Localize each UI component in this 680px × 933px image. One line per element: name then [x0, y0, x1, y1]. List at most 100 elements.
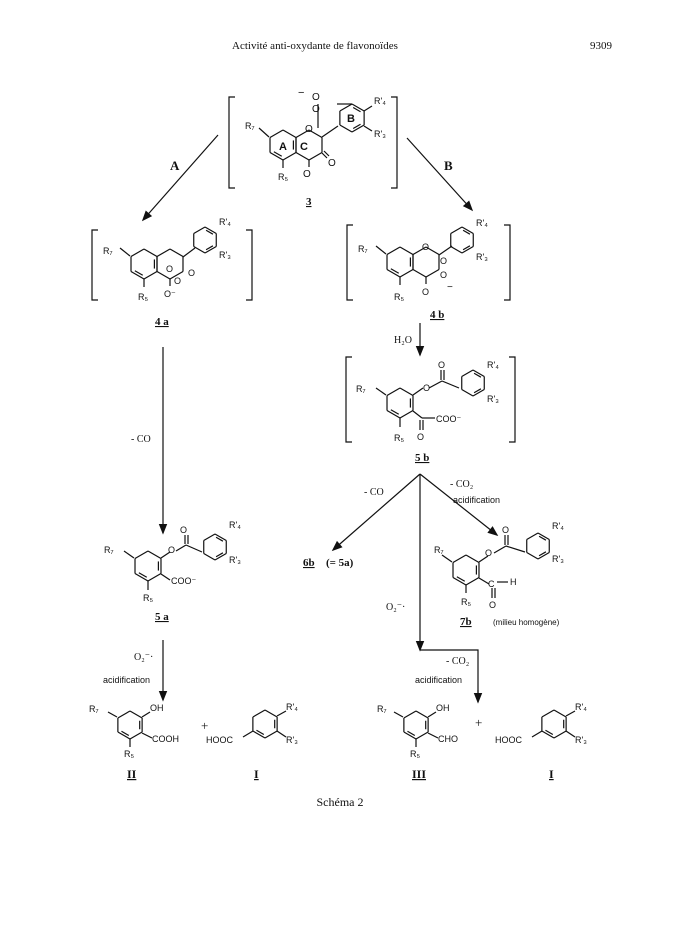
charge-minus: −: [447, 282, 453, 293]
ring-bond: [269, 151, 284, 161]
bond: [505, 545, 526, 553]
ring-bond: [351, 103, 365, 112]
group-oh: OH: [436, 703, 450, 713]
substituent-r5: R₅: [143, 593, 153, 603]
ring-bond: [339, 103, 353, 112]
compound-i-right: I: [549, 767, 554, 781]
atom-o: O: [174, 276, 181, 286]
ring-double-bond: [352, 106, 361, 113]
ring-bond: [386, 268, 401, 278]
ring-bond: [282, 129, 297, 139]
ring-bond: [134, 550, 149, 560]
substituent-r4p: R'₄: [219, 217, 231, 227]
bond: [393, 711, 404, 718]
ring-bond: [461, 369, 474, 378]
substituent-r5: R₅: [138, 292, 148, 302]
ring-bond: [156, 270, 171, 280]
ring-bond: [399, 387, 414, 397]
bond: [412, 387, 424, 396]
structure-bonds: [91, 96, 576, 747]
bond: [375, 387, 387, 396]
atom-o: O: [312, 92, 320, 103]
ring-bond: [169, 248, 184, 258]
substituent-r3p: R'₃: [476, 252, 488, 262]
group-coo-minus: COO⁻: [436, 414, 462, 424]
ring-bond: [129, 710, 143, 719]
bond: [478, 577, 490, 585]
ring-bond: [465, 576, 480, 586]
compound-iii: III: [412, 767, 426, 781]
ring-double-bond: [473, 388, 482, 394]
compound-ii: II: [127, 767, 137, 781]
ring-bond: [264, 709, 278, 718]
ring-bond: [252, 709, 266, 718]
bond: [412, 410, 423, 419]
atom-o: O: [489, 600, 496, 610]
bond: [107, 711, 118, 718]
bracket-left: [345, 356, 352, 443]
substituent-r5: R₅: [394, 292, 404, 302]
substituent-r4p: R'₄: [487, 360, 499, 370]
ring-double-bond: [352, 123, 361, 130]
ring-double-bond: [121, 730, 130, 737]
substituent-r3p: R'₃: [575, 735, 587, 745]
arrow-head: [415, 641, 425, 652]
ring-bond: [117, 731, 131, 740]
reagent-minus-co2: - CO₂: [450, 479, 473, 490]
ring-bond: [415, 731, 429, 740]
running-title: Activité anti-oxydante de flavonoïdes: [232, 40, 398, 52]
path-label-b: B: [444, 158, 453, 173]
compound-7b-note: (milieu homogène): [493, 618, 560, 627]
bond: [242, 730, 254, 738]
branch-arrow-6b: [332, 473, 421, 551]
bond: [323, 150, 330, 157]
ring-bond: [193, 245, 206, 254]
substituent-r3p: R'₃: [552, 554, 564, 564]
bond: [321, 125, 339, 138]
bracket-left: [91, 229, 98, 301]
bond: [565, 710, 576, 717]
ring-bond: [117, 710, 131, 719]
ring-bond: [537, 532, 550, 541]
compound-6b-equivalence: (= 5a): [326, 557, 354, 569]
ring-bond: [156, 248, 171, 258]
atom-o: O: [417, 432, 424, 442]
ring-bond: [193, 226, 206, 235]
ring-bond: [526, 551, 539, 560]
ring-double-bond: [390, 409, 400, 415]
bond: [141, 711, 151, 718]
path-b-arrow: [406, 137, 473, 211]
ring-bond: [399, 246, 414, 256]
atom-o: O: [305, 124, 313, 135]
ring-bond: [526, 532, 539, 541]
arrow-head: [158, 524, 168, 535]
ring-bond: [537, 551, 550, 560]
ring-double-bond: [273, 151, 283, 157]
ring-double-bond: [462, 245, 471, 251]
ring-double-bond: [138, 572, 148, 578]
arrow-head: [487, 526, 499, 537]
ring-double-bond: [134, 270, 144, 276]
ring-bond: [252, 730, 266, 739]
scheme-caption: Schéma 2: [316, 795, 364, 809]
ring-bond: [450, 226, 463, 235]
bond: [427, 732, 439, 739]
substituent-r7: R₇: [104, 545, 114, 555]
reagent-acidification: acidification: [415, 675, 462, 685]
arrow-head: [415, 346, 425, 357]
ring-bond: [412, 268, 427, 278]
bracket-right: [509, 356, 516, 443]
bond: [375, 245, 387, 255]
atom-o-minus: O⁻: [164, 289, 176, 299]
arrow-head: [141, 210, 153, 222]
ring-bond: [553, 709, 567, 718]
bond: [531, 730, 543, 738]
bond: [441, 380, 460, 389]
ring-bond: [308, 129, 323, 139]
ring-bond: [130, 270, 145, 280]
ring-bond: [461, 388, 474, 397]
substituent-r3p: R'₃: [219, 250, 231, 260]
path-a-arrow: [142, 134, 219, 221]
atom-o: O: [180, 525, 187, 535]
